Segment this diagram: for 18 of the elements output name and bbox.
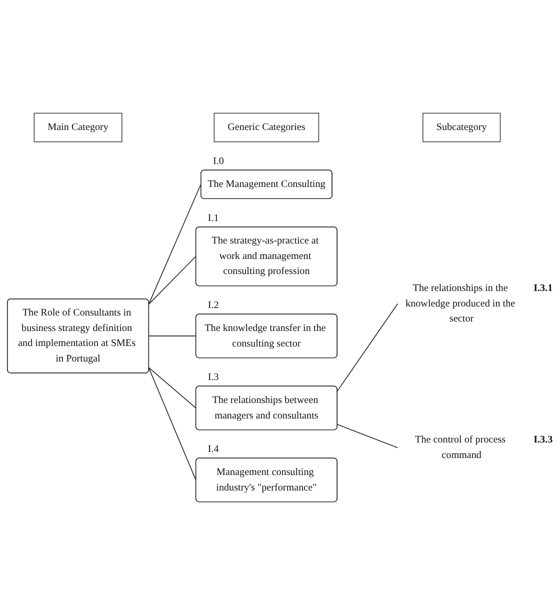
connector bbox=[148, 367, 196, 408]
connector bbox=[148, 256, 196, 305]
node-box: Subcategory bbox=[422, 112, 501, 142]
section-number: I.3.1 bbox=[534, 283, 553, 294]
node-box: Main Category bbox=[34, 112, 122, 142]
section-number: I.4 bbox=[208, 444, 219, 455]
node-text: The control of process command bbox=[415, 434, 506, 460]
node-box: Generic Categories bbox=[214, 112, 320, 142]
connector bbox=[148, 184, 202, 305]
connector bbox=[336, 303, 398, 392]
section-number: I.2 bbox=[208, 300, 219, 311]
section-number: I.0 bbox=[212, 156, 224, 167]
connector bbox=[336, 424, 398, 448]
section-number: I.3.3 bbox=[534, 434, 553, 446]
section-number: I.3 bbox=[208, 372, 219, 383]
node-text: The relationships in the knowledge produced in the sector bbox=[406, 283, 516, 324]
section-number: I.1 bbox=[208, 212, 219, 224]
connector bbox=[148, 367, 196, 480]
